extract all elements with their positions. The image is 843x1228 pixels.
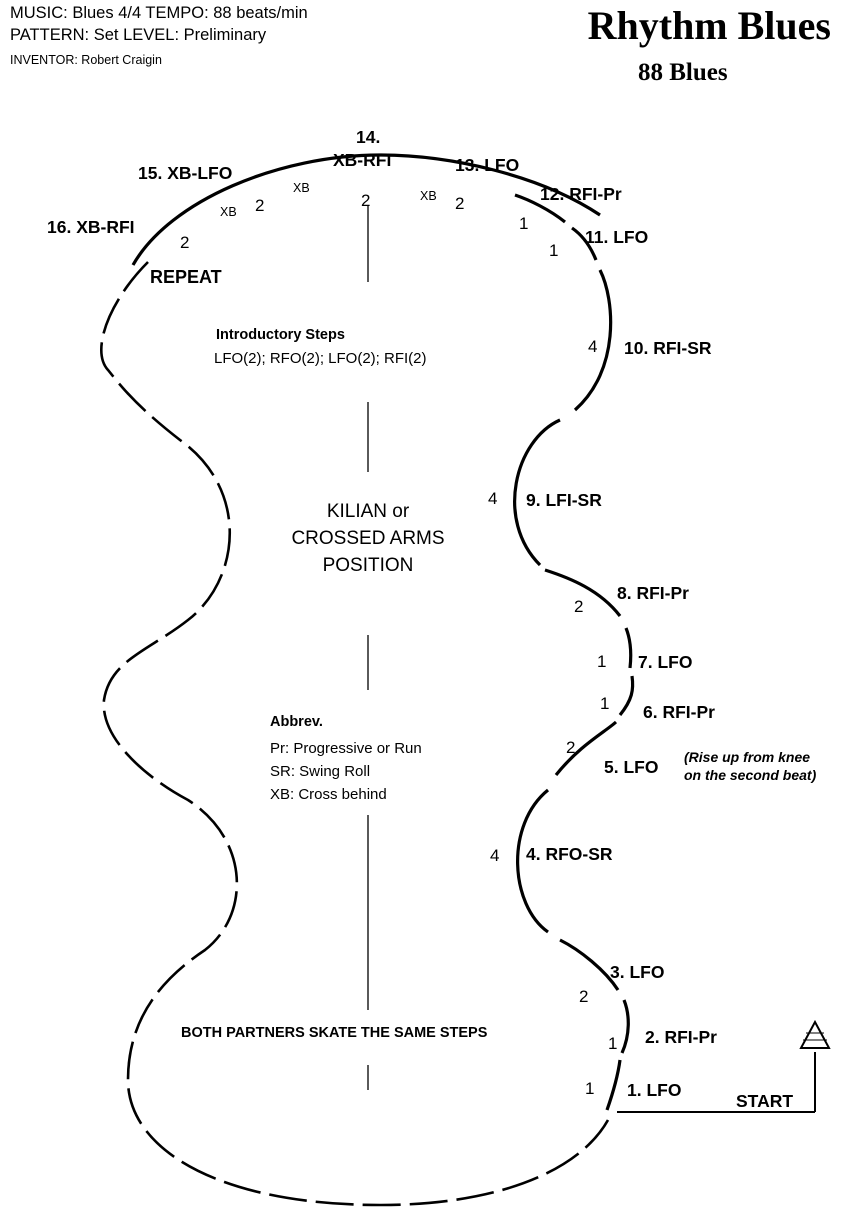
step-16-beats: 2 <box>180 233 189 252</box>
step-8-beats: 2 <box>574 597 583 616</box>
edge-step-8 <box>544 568 622 617</box>
step-6-beats: 1 <box>600 694 609 713</box>
edge-step-9 <box>513 418 561 567</box>
position-line-1: KILIAN or <box>327 501 410 522</box>
edge-step-7 <box>624 627 633 669</box>
step-9-beats: 4 <box>488 489 497 508</box>
step-12-label: 12. RFI-Pr <box>540 184 622 204</box>
step-7-label: 7. LFO <box>638 652 692 672</box>
rink-outline-left <box>100 261 610 1207</box>
right-side-steps <box>513 193 635 1111</box>
step-9-label: 9. LFI-SR <box>526 490 602 510</box>
step-3-label: 3. LFO <box>610 962 664 982</box>
rink-outline-top <box>131 153 601 266</box>
edge-step-4 <box>516 788 550 934</box>
start-marker <box>617 1019 831 1113</box>
step-2-label: 2. RFI-Pr <box>645 1027 717 1047</box>
step-13-label: 13. LFO <box>455 155 519 175</box>
step-1-beats: 1 <box>585 1079 594 1098</box>
position-line-3: POSITION <box>323 555 414 576</box>
step-11-label: 11. LFO <box>585 227 648 247</box>
step-7-beats: 1 <box>597 652 606 671</box>
intro-steps: LFO(2); RFO(2); LFO(2); RFI(2) <box>214 350 427 367</box>
dance-subtitle: 88 Blues <box>638 59 728 86</box>
step-13-beats: 2 <box>455 194 464 213</box>
repeat-label: REPEAT <box>150 267 222 287</box>
edge-step-5 <box>554 720 618 776</box>
abbrev-title: Abbrev. <box>270 714 323 730</box>
step-14-label: 14. <box>356 127 380 147</box>
edge-step-1 <box>605 1059 622 1111</box>
step-5-note-line2: on the second beat) <box>684 767 817 783</box>
start-label: START <box>736 1091 793 1111</box>
step-2-beats: 1 <box>608 1034 617 1053</box>
step-3-beats: 2 <box>579 987 588 1006</box>
step-14-label-line2: XB-RFI <box>333 150 391 170</box>
inventor-line: INVENTOR: Robert Craigin <box>10 53 162 67</box>
step-8-label: 8. RFI-Pr <box>617 583 689 603</box>
step-5-label: 5. LFO <box>604 757 658 777</box>
step-16-label: 16. XB-RFI <box>47 217 135 237</box>
xb-mark-13: XB <box>420 189 437 203</box>
edge-step-12 <box>514 193 566 224</box>
pattern-level-line: PATTERN: Set LEVEL: Preliminary <box>10 26 267 44</box>
step-14-beats: 2 <box>361 191 370 210</box>
position-line-2: CROSSED ARMS <box>291 528 444 549</box>
xb-mark-14: XB <box>293 181 310 195</box>
music-tempo-line: MUSIC: Blues 4/4 TEMPO: 88 beats/min <box>10 4 308 22</box>
edge-step-11 <box>571 226 598 261</box>
step-15-beats: 2 <box>255 196 264 215</box>
step-1-label: 1. LFO <box>627 1080 681 1100</box>
step-11-beats: 1 <box>549 241 558 260</box>
step-6-label: 6. RFI-Pr <box>643 702 715 722</box>
abbrev-sr: SR: Swing Roll <box>270 763 370 780</box>
abbrev-pr: Pr: Progressive or Run <box>270 740 422 757</box>
step-5-beats: 2 <box>566 738 575 757</box>
start-arrow-icon <box>799 1019 831 1049</box>
edge-step-2 <box>620 999 630 1054</box>
partners-note: BOTH PARTNERS SKATE THE SAME STEPS <box>181 1025 488 1041</box>
intro-steps-title: Introductory Steps <box>216 327 345 343</box>
step-5-note-line1: (Rise up from knee <box>684 749 810 765</box>
step-10-label: 10. RFI-SR <box>624 338 712 358</box>
edge-step-3 <box>559 938 620 991</box>
dance-title: Rhythm Blues <box>587 3 831 48</box>
edge-step-10 <box>573 269 613 412</box>
step-12-beats: 1 <box>519 214 528 233</box>
edge-step-6 <box>618 675 635 716</box>
step-15-label: 15. XB-LFO <box>138 163 232 183</box>
step-4-label: 4. RFO-SR <box>526 844 613 864</box>
abbrev-xb: XB: Cross behind <box>270 786 387 803</box>
xb-mark-15: XB <box>220 205 237 219</box>
step-10-beats: 4 <box>588 337 597 356</box>
step-4-beats: 4 <box>490 846 499 865</box>
